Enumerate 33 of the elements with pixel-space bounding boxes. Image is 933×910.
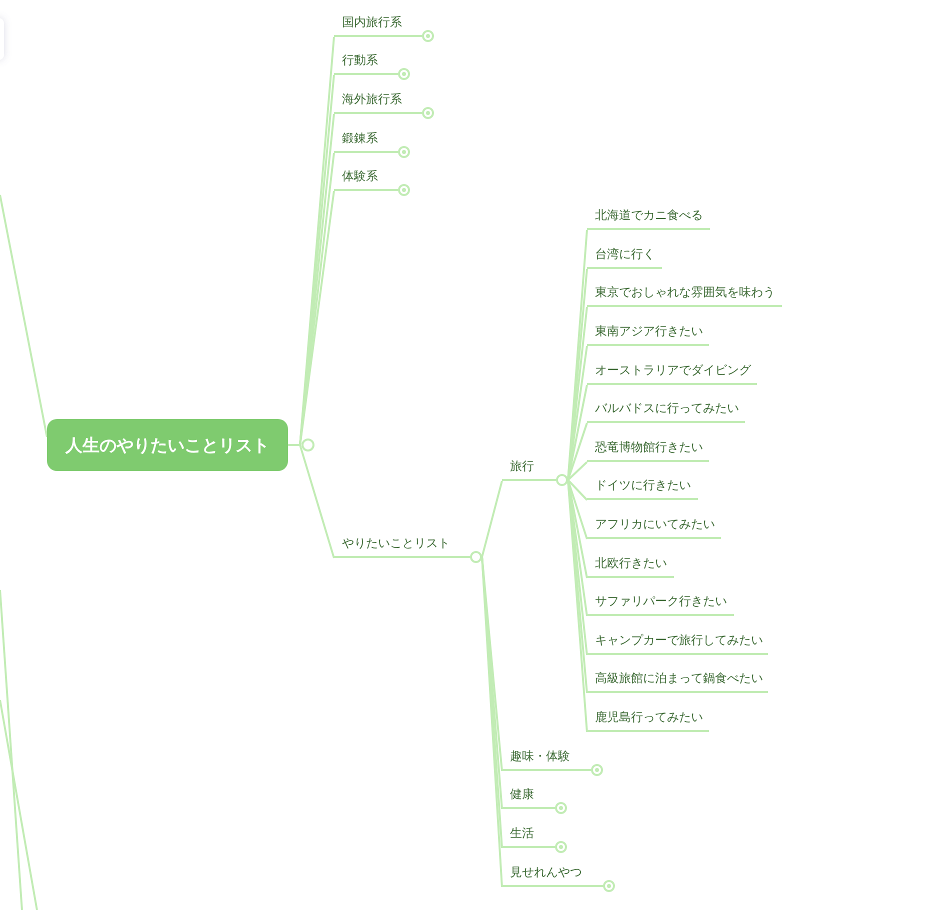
branch-line — [567, 461, 588, 481]
topic-label: 趣味・体験 — [510, 748, 570, 765]
topic-label: サファリパーク行きたい — [595, 593, 727, 610]
branch-line — [288, 444, 335, 558]
topic-label: 健康 — [510, 786, 534, 803]
topic-label: ドイツに行きたい — [595, 477, 691, 494]
topic-label: アフリカにいてみたい — [595, 516, 715, 533]
topic-label: 旅行 — [510, 458, 534, 475]
topic-label: 生活 — [510, 825, 534, 842]
topic-label: 人生のやりたいことリスト — [66, 434, 270, 456]
topic-label: 台湾に行く — [595, 246, 655, 263]
branch-line — [481, 480, 503, 558]
topic-label: 海外旅行系 — [342, 91, 402, 108]
topic-label: 東南アジア行きたい — [595, 323, 703, 340]
topic-label: 体験系 — [342, 168, 378, 185]
topic-label: 国内旅行系 — [342, 14, 402, 31]
topic-label: 見せれんやつ — [510, 864, 582, 881]
branch-line — [567, 479, 588, 501]
topic-label: やりたいことリスト — [342, 535, 450, 552]
topic-label: オーストラリアでダイビング — [595, 362, 751, 379]
topic-label: 北海道でカニ食べる — [595, 207, 703, 224]
branch-line — [0, 194, 48, 438]
topic-label: 高級旅館に泊まって鍋食べたい — [595, 670, 763, 687]
topic-label: 北欧行きたい — [595, 555, 667, 572]
topic-label: 鹿児島行ってみたい — [595, 709, 703, 726]
topic-label: バルバドスに行ってみたい — [595, 400, 739, 417]
central-topic-box — [47, 419, 288, 471]
topic-label: 行動系 — [342, 52, 378, 69]
topic-label: キャンプカーで旅行してみたい — [595, 632, 763, 649]
branch-line — [481, 556, 503, 772]
topic-label: 鍛錬系 — [342, 130, 378, 147]
topic-label: 東京でおしゃれな雰囲気を味わう — [595, 284, 775, 301]
topic-label: 恐竜博物館行きたい — [595, 439, 703, 456]
